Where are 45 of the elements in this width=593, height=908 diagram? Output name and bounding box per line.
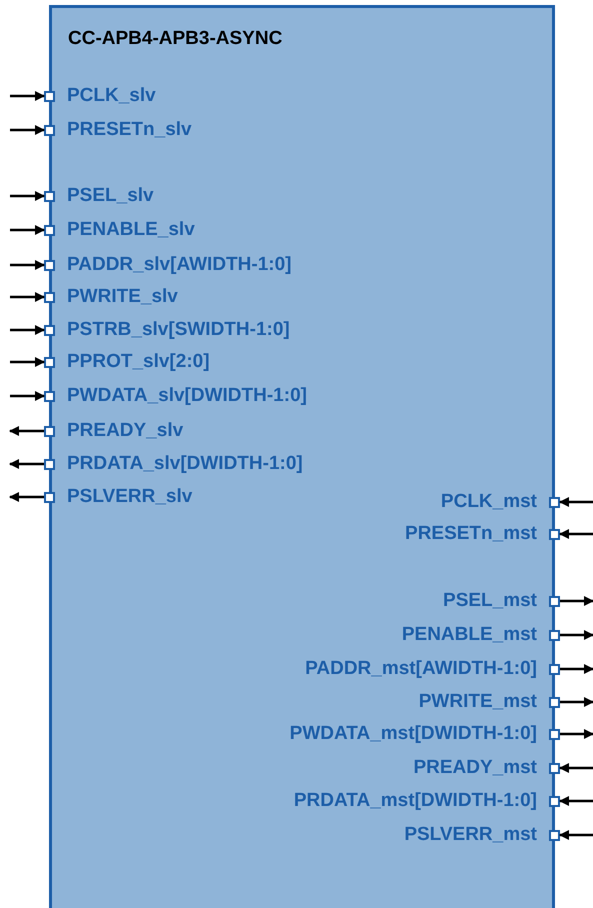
signal-name: PSEL_slv [67, 185, 154, 207]
signal-name: PCLK_slv [67, 85, 156, 107]
signal-name: PADDR_mst[AWIDTH-1:0] [305, 658, 537, 680]
arrow [560, 630, 593, 640]
signal-name: PRESETn_slv [67, 119, 192, 141]
signal-name: PRDATA_mst[DWIDTH-1:0] [294, 790, 537, 812]
signal-name: PCLK_mst [440, 491, 537, 513]
signal-name: PSLVERR_slv [67, 486, 192, 508]
arrow [559, 763, 593, 773]
arrow [10, 91, 45, 101]
signal-name: PWDATA_slv[DWIDTH-1:0] [67, 385, 307, 407]
arrow [560, 729, 593, 739]
arrow [9, 492, 44, 502]
arrow [559, 497, 593, 507]
arrow [559, 796, 593, 806]
signal-name: PPROT_slv[2:0] [67, 351, 210, 373]
signal-name: PSTRB_slv[SWIDTH-1:0] [67, 319, 290, 341]
arrow [560, 596, 593, 606]
arrow [10, 325, 45, 335]
signal-name: PWRITE_mst [418, 691, 537, 713]
arrow [9, 426, 44, 436]
signal-name: PSEL_mst [443, 590, 537, 612]
arrow [10, 292, 45, 302]
signal-name: PWRITE_slv [67, 286, 178, 308]
arrow [559, 830, 593, 840]
signal-name: PENABLE_slv [67, 219, 195, 241]
arrow [10, 391, 45, 401]
signal-name: PWDATA_mst[DWIDTH-1:0] [290, 723, 537, 745]
signal-name: PENABLE_mst [402, 624, 537, 646]
arrow [10, 225, 45, 235]
signal-name: PRDATA_slv[DWIDTH-1:0] [67, 453, 303, 475]
arrow [560, 697, 593, 707]
signal-name: PSLVERR_mst [404, 824, 537, 846]
signal-name: PADDR_slv[AWIDTH-1:0] [67, 254, 292, 276]
block-title: CC-APB4-APB3-ASYNC [68, 28, 282, 50]
arrow [9, 459, 44, 469]
arrow [10, 191, 45, 201]
signal-name: PREADY_slv [67, 420, 184, 442]
arrow [559, 529, 593, 539]
arrow [10, 125, 45, 135]
signal-name: PRESETn_mst [405, 523, 537, 545]
arrow [10, 260, 45, 270]
arrow [560, 664, 593, 674]
arrow [10, 357, 45, 367]
signal-name: PREADY_mst [413, 757, 537, 779]
